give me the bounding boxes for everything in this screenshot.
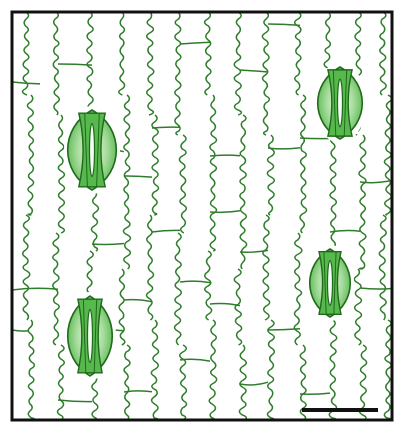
stoma-icon: [64, 292, 116, 380]
stoma-icon: [64, 106, 120, 194]
stoma-pore: [88, 310, 93, 363]
stoma-icon: [314, 63, 366, 143]
cell-wall: [210, 155, 240, 156]
stoma-pore: [338, 79, 343, 127]
stoma-pore: [90, 124, 95, 177]
stoma-pore: [328, 260, 333, 305]
stoma-icon: [306, 245, 354, 321]
cell-wall: [300, 138, 330, 139]
cell-wall: [152, 127, 180, 128]
